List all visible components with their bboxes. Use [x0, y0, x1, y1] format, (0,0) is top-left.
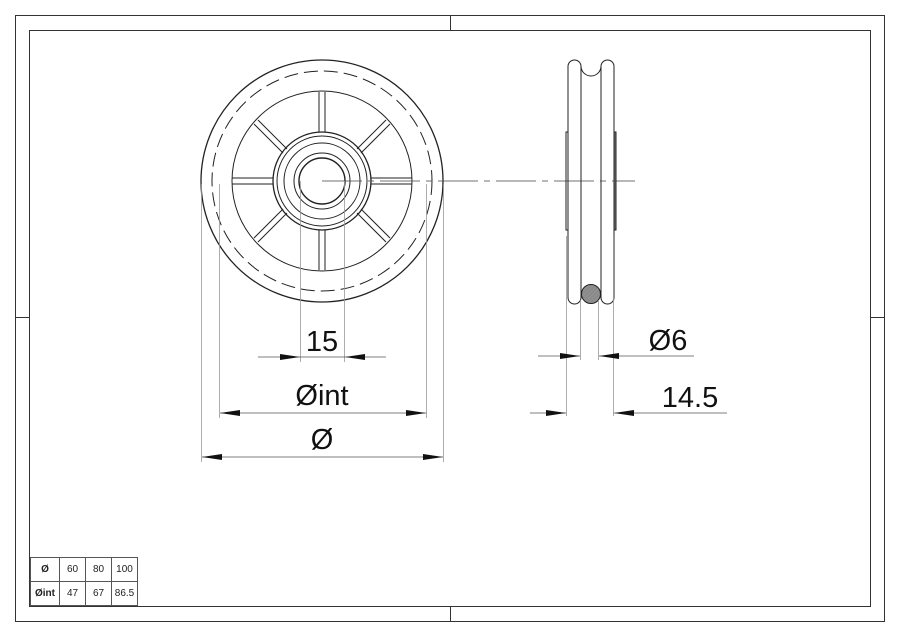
table-cell: 80 — [85, 557, 112, 582]
row-header: Øint — [30, 581, 60, 606]
extension-lines — [201, 181, 614, 462]
dimension-lines — [202, 353, 727, 460]
table-cell: 47 — [59, 581, 86, 606]
pulley-side-view — [565, 59, 617, 305]
table-cell: 86.5 — [111, 581, 138, 606]
dim-bore-label: 15 — [306, 326, 338, 358]
dim-inner-diameter-label: Øint — [295, 380, 348, 412]
row-header: Ø — [30, 557, 60, 582]
sheet-frame — [15, 15, 885, 622]
dim-outer-diameter-label: Ø — [311, 424, 334, 456]
spokes — [232, 92, 412, 270]
pulley-front-view — [200, 59, 635, 303]
table-row: Øint 47 67 86.5 — [30, 581, 138, 606]
table-cell: 100 — [111, 557, 138, 582]
table-row: Ø 60 80 100 — [30, 557, 138, 582]
size-spec-table: Ø 60 80 100 Øint 47 67 86.5 — [30, 557, 138, 606]
table-cell: 67 — [85, 581, 112, 606]
table-cell: 60 — [59, 557, 86, 582]
dim-rope-diameter-label: Ø6 — [649, 325, 688, 357]
rope-section — [581, 284, 601, 304]
dim-width-label: 14.5 — [662, 382, 718, 414]
